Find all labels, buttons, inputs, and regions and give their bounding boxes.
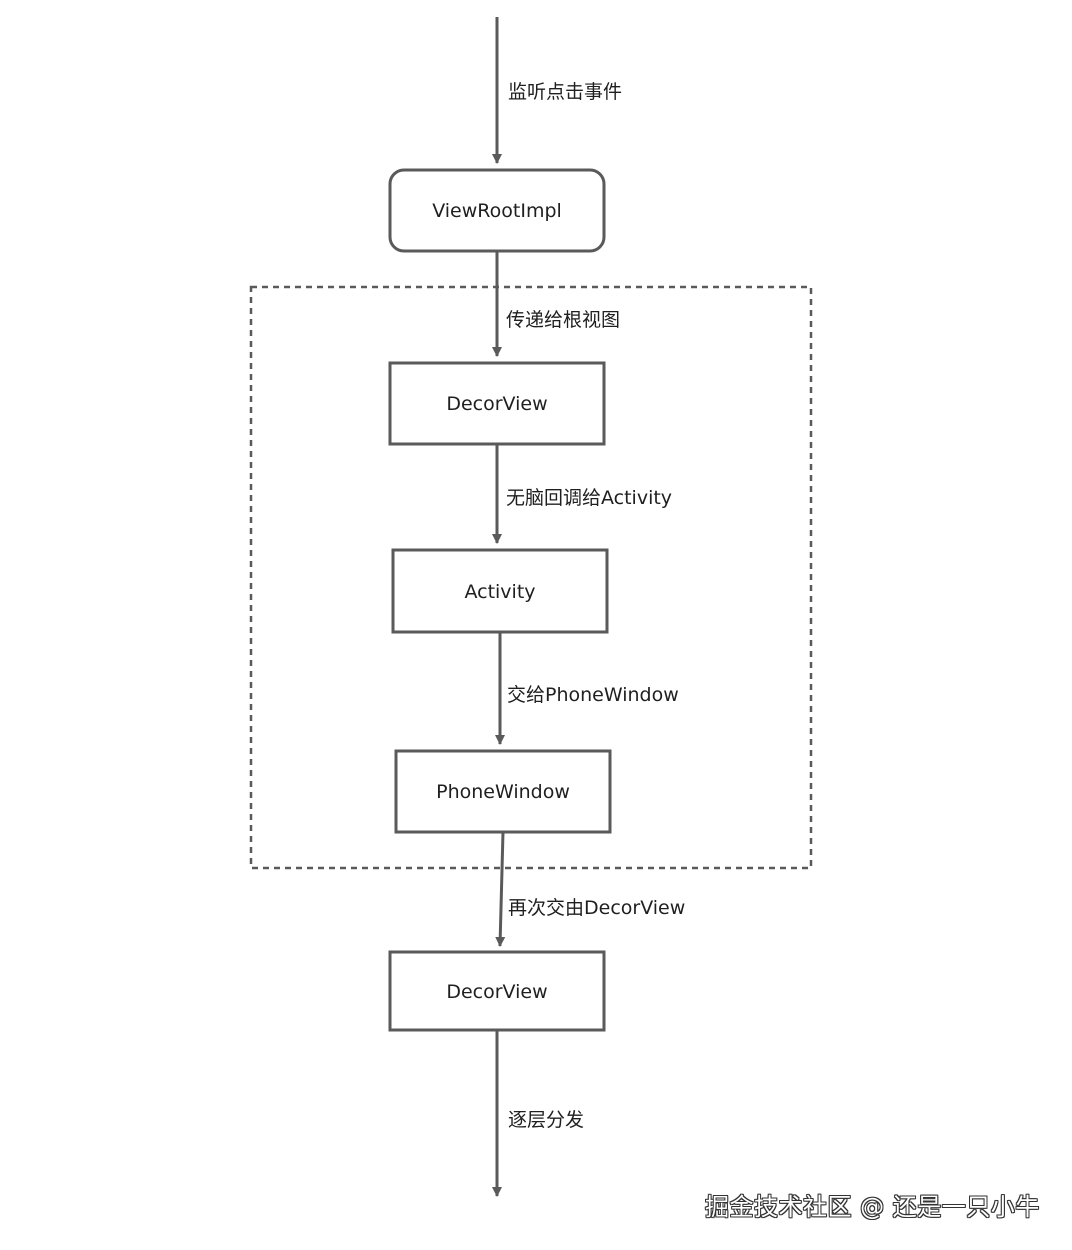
node-box-activity (391, 548, 609, 634)
edge-label-to-activity: 无脑回调给Activity (506, 487, 672, 509)
node-box-decorview-2 (388, 950, 606, 1032)
node-activity: Activity (391, 548, 609, 634)
edge-label-to-root: 传递给根视图 (506, 309, 620, 331)
edge-arrow-back-to-decor (495, 831, 506, 947)
node-decorview-1: DecorView (388, 361, 606, 446)
edge-label-to-phonewindow: 交给PhoneWindow (507, 684, 679, 706)
node-viewrootimpl: ViewRootImpl (388, 168, 606, 253)
node-box-phonewindow (394, 749, 612, 834)
node-label-decorview-1: DecorView (446, 393, 547, 415)
node-box-decorview-1 (388, 361, 606, 446)
node-decorview-2: DecorView (388, 950, 606, 1032)
node-label-phonewindow: PhoneWindow (436, 781, 570, 803)
dashed-group-boundary (249, 285, 813, 870)
node-phonewindow: PhoneWindow (394, 749, 612, 834)
node-label-activity: Activity (464, 581, 535, 603)
node-label-viewrootimpl: ViewRootImpl (432, 200, 562, 222)
edge-label-listen: 监听点击事件 (508, 81, 622, 103)
node-label-decorview-2: DecorView (446, 981, 547, 1003)
watermark-text: 掘金技术社区 @ 还是一只小牛 (705, 1193, 1040, 1221)
edge-label-dispatch: 逐层分发 (508, 1109, 584, 1131)
edge-label-back-to-decor: 再次交由DecorView (508, 897, 685, 919)
